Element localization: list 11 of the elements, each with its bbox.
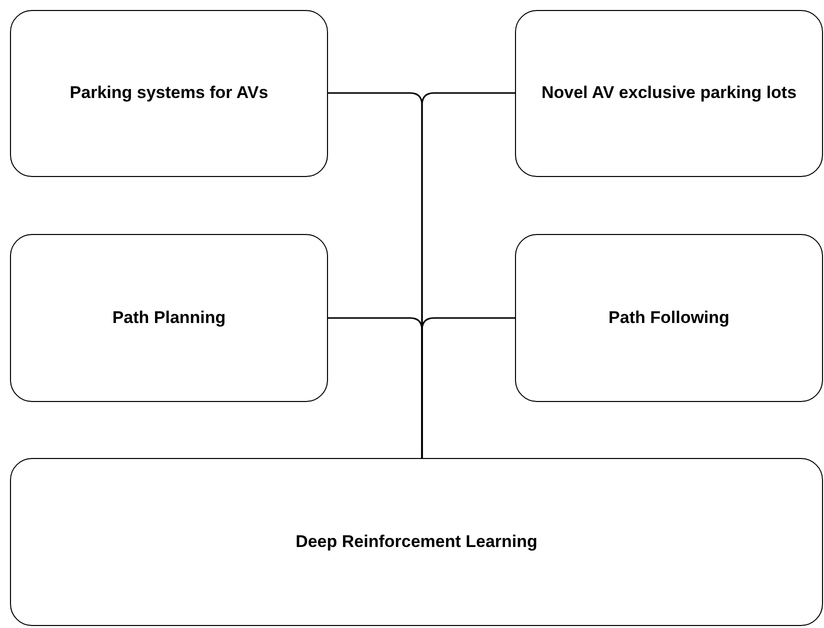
box-label: Path Following [608, 308, 730, 328]
box-label: Parking systems for AVs [70, 83, 268, 104]
rounded-box [10, 458, 823, 626]
rounded-box [515, 234, 823, 402]
box-label: Novel AV exclusive parking lots [541, 83, 797, 104]
connector-line [421, 317, 515, 458]
box-label: Path Planning [112, 308, 226, 328]
box-label: Deep Reinforcement Learning [296, 532, 538, 552]
rounded-box [10, 234, 328, 402]
rounded-box [10, 10, 328, 177]
rounded-box [515, 10, 823, 177]
